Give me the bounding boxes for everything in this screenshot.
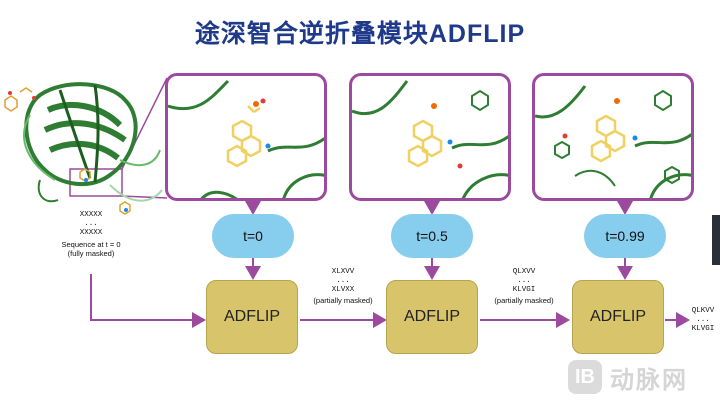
watermark: IB 动脉网: [568, 357, 708, 397]
t-badge-2: t=0.99: [584, 214, 666, 258]
protein-structure: [4, 82, 163, 215]
final-sequence: QLKVV ... KLVGI: [691, 307, 715, 333]
structure-panel-t099: [532, 73, 694, 201]
adflip-block-3: ADFLIP: [572, 280, 664, 354]
intermediate-caption-1: (partially masked): [313, 296, 373, 305]
zoom-line-bottom: [121, 195, 168, 199]
t-badge-0: t=0: [212, 214, 294, 258]
arrow-initial-block: [90, 274, 206, 328]
initial-sequence: XXXXX ... XXXXX: [79, 211, 103, 237]
structure-panel-t05: [349, 73, 511, 201]
initial-sequence-caption: Sequence at t = 0 (fully masked): [61, 240, 121, 258]
adflip-block-2: ADFLIP: [386, 280, 478, 354]
watermark-text: 动脉网: [610, 366, 688, 394]
intermediate-sequence-2: QLXVV ... KLVGI: [512, 268, 536, 294]
t-badge-1: t=0.5: [391, 214, 473, 258]
intermediate-sequence-1: XLXVV ... XLVXX: [331, 268, 355, 294]
intermediate-caption-2: (partially masked): [494, 296, 554, 305]
structure-illustration: [535, 85, 691, 198]
page-title: 途深智合逆折叠模块ADFLIP: [194, 20, 526, 48]
structure-illustration: [168, 79, 324, 198]
structure-panel-t0: [165, 73, 327, 201]
adflip-block-1: ADFLIP: [206, 280, 298, 354]
edge-decoration: [712, 215, 720, 265]
watermark-logo-icon: IB: [568, 360, 602, 394]
structure-illustration: [352, 80, 508, 198]
